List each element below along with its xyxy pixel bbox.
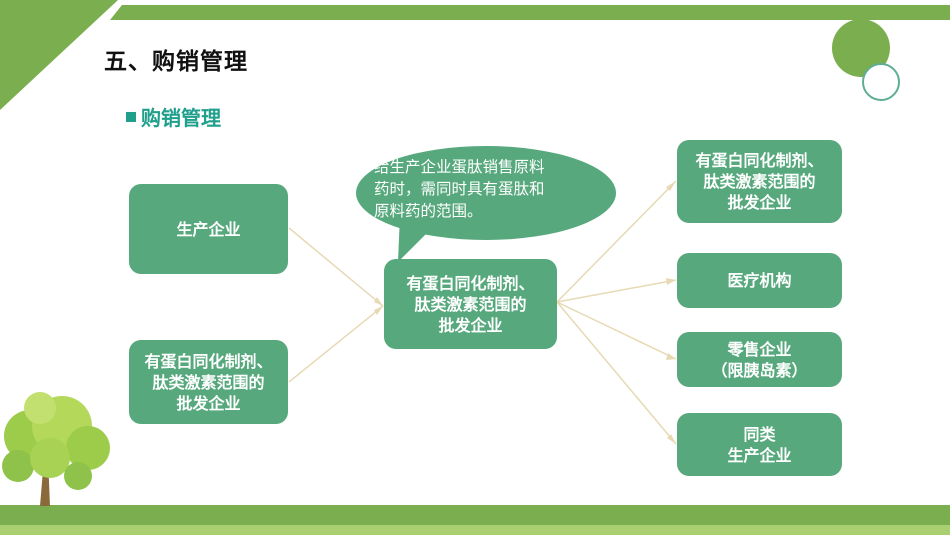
box-wholesaler-center: 有蛋白同化制剂、 肽类激素范围的 批发企业 (384, 259, 557, 349)
box-wholesaler-target: 有蛋白同化制剂、 肽类激素范围的 批发企业 (677, 140, 842, 223)
box-wholesaler-source: 有蛋白同化制剂、 肽类激素范围的 批发企业 (129, 340, 288, 424)
connector-arrowheads (374, 181, 676, 444)
box-retailer: 零售企业 （限胰岛素） (677, 332, 842, 387)
bottom-grass (0, 525, 950, 535)
box-medical-institution: 医疗机构 (677, 253, 842, 308)
page-title: 五、购销管理 (104, 49, 248, 75)
bottom-bar (0, 505, 950, 525)
box-same-type-producer: 同类 生产企业 (677, 413, 842, 476)
callout-bubble (356, 146, 616, 240)
callout-text: 给生产企业蛋肽销售原料 药时，需同时具有蛋肽和 原料药的范围。 (374, 158, 545, 220)
connector-lines (288, 180, 677, 445)
section-subtitle-label: 购销管理 (141, 106, 221, 130)
section-subtitle: 购销管理 (126, 102, 221, 131)
deco-circle-large (832, 19, 890, 77)
bullet-square-icon (126, 112, 136, 122)
callout-tail (398, 215, 430, 262)
tree-illustration (2, 392, 110, 506)
deco-circle-small (862, 63, 900, 101)
box-producer: 生产企业 (129, 184, 288, 274)
top-bar (110, 5, 950, 20)
corner-triangle (0, 0, 118, 110)
